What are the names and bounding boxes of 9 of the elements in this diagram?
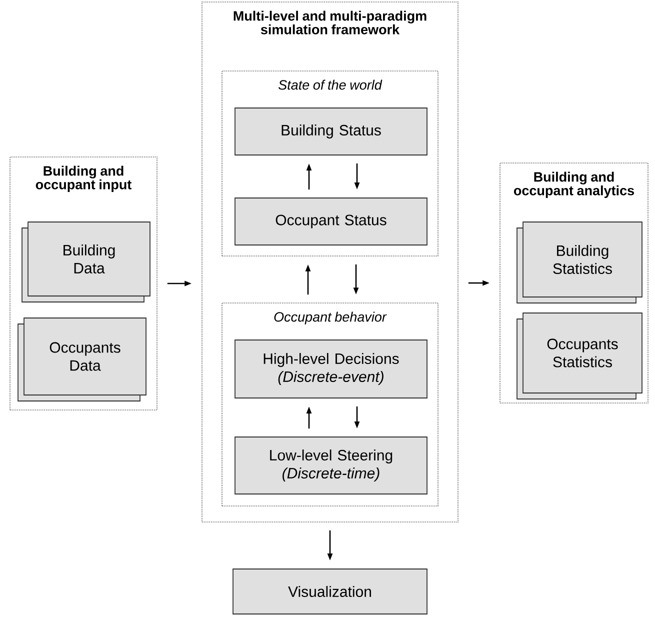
- process-box: Building Status: [234, 108, 428, 156]
- process-box: High-level Decisions (Discrete-event): [234, 340, 428, 398]
- stacked-box: Building Statistics: [516, 222, 642, 304]
- stacked-box: Occupants Data: [18, 318, 146, 402]
- stacked-box: Occupants Statistics: [516, 312, 642, 400]
- stacked-box: Building Data: [22, 222, 150, 302]
- process-box: Visualization: [232, 568, 428, 614]
- process-box: Occupant Status: [234, 198, 428, 246]
- process-box: Low-level Steering (Discrete-time): [234, 436, 428, 494]
